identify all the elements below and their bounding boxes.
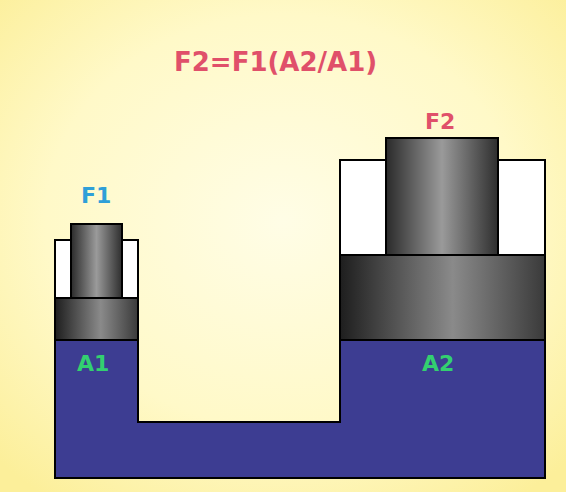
small-piston	[55, 298, 138, 340]
formula-title: F2=F1(A2/A1)	[174, 49, 377, 75]
force-label: F2	[425, 111, 455, 133]
large-piston	[340, 255, 545, 340]
hydraulic-fluid	[55, 340, 545, 478]
small-piston-rod	[71, 224, 122, 298]
area-label: A1	[77, 353, 109, 375]
force-label: F1	[81, 185, 111, 207]
area-label: A2	[422, 353, 454, 375]
large-piston-rod	[386, 138, 498, 255]
